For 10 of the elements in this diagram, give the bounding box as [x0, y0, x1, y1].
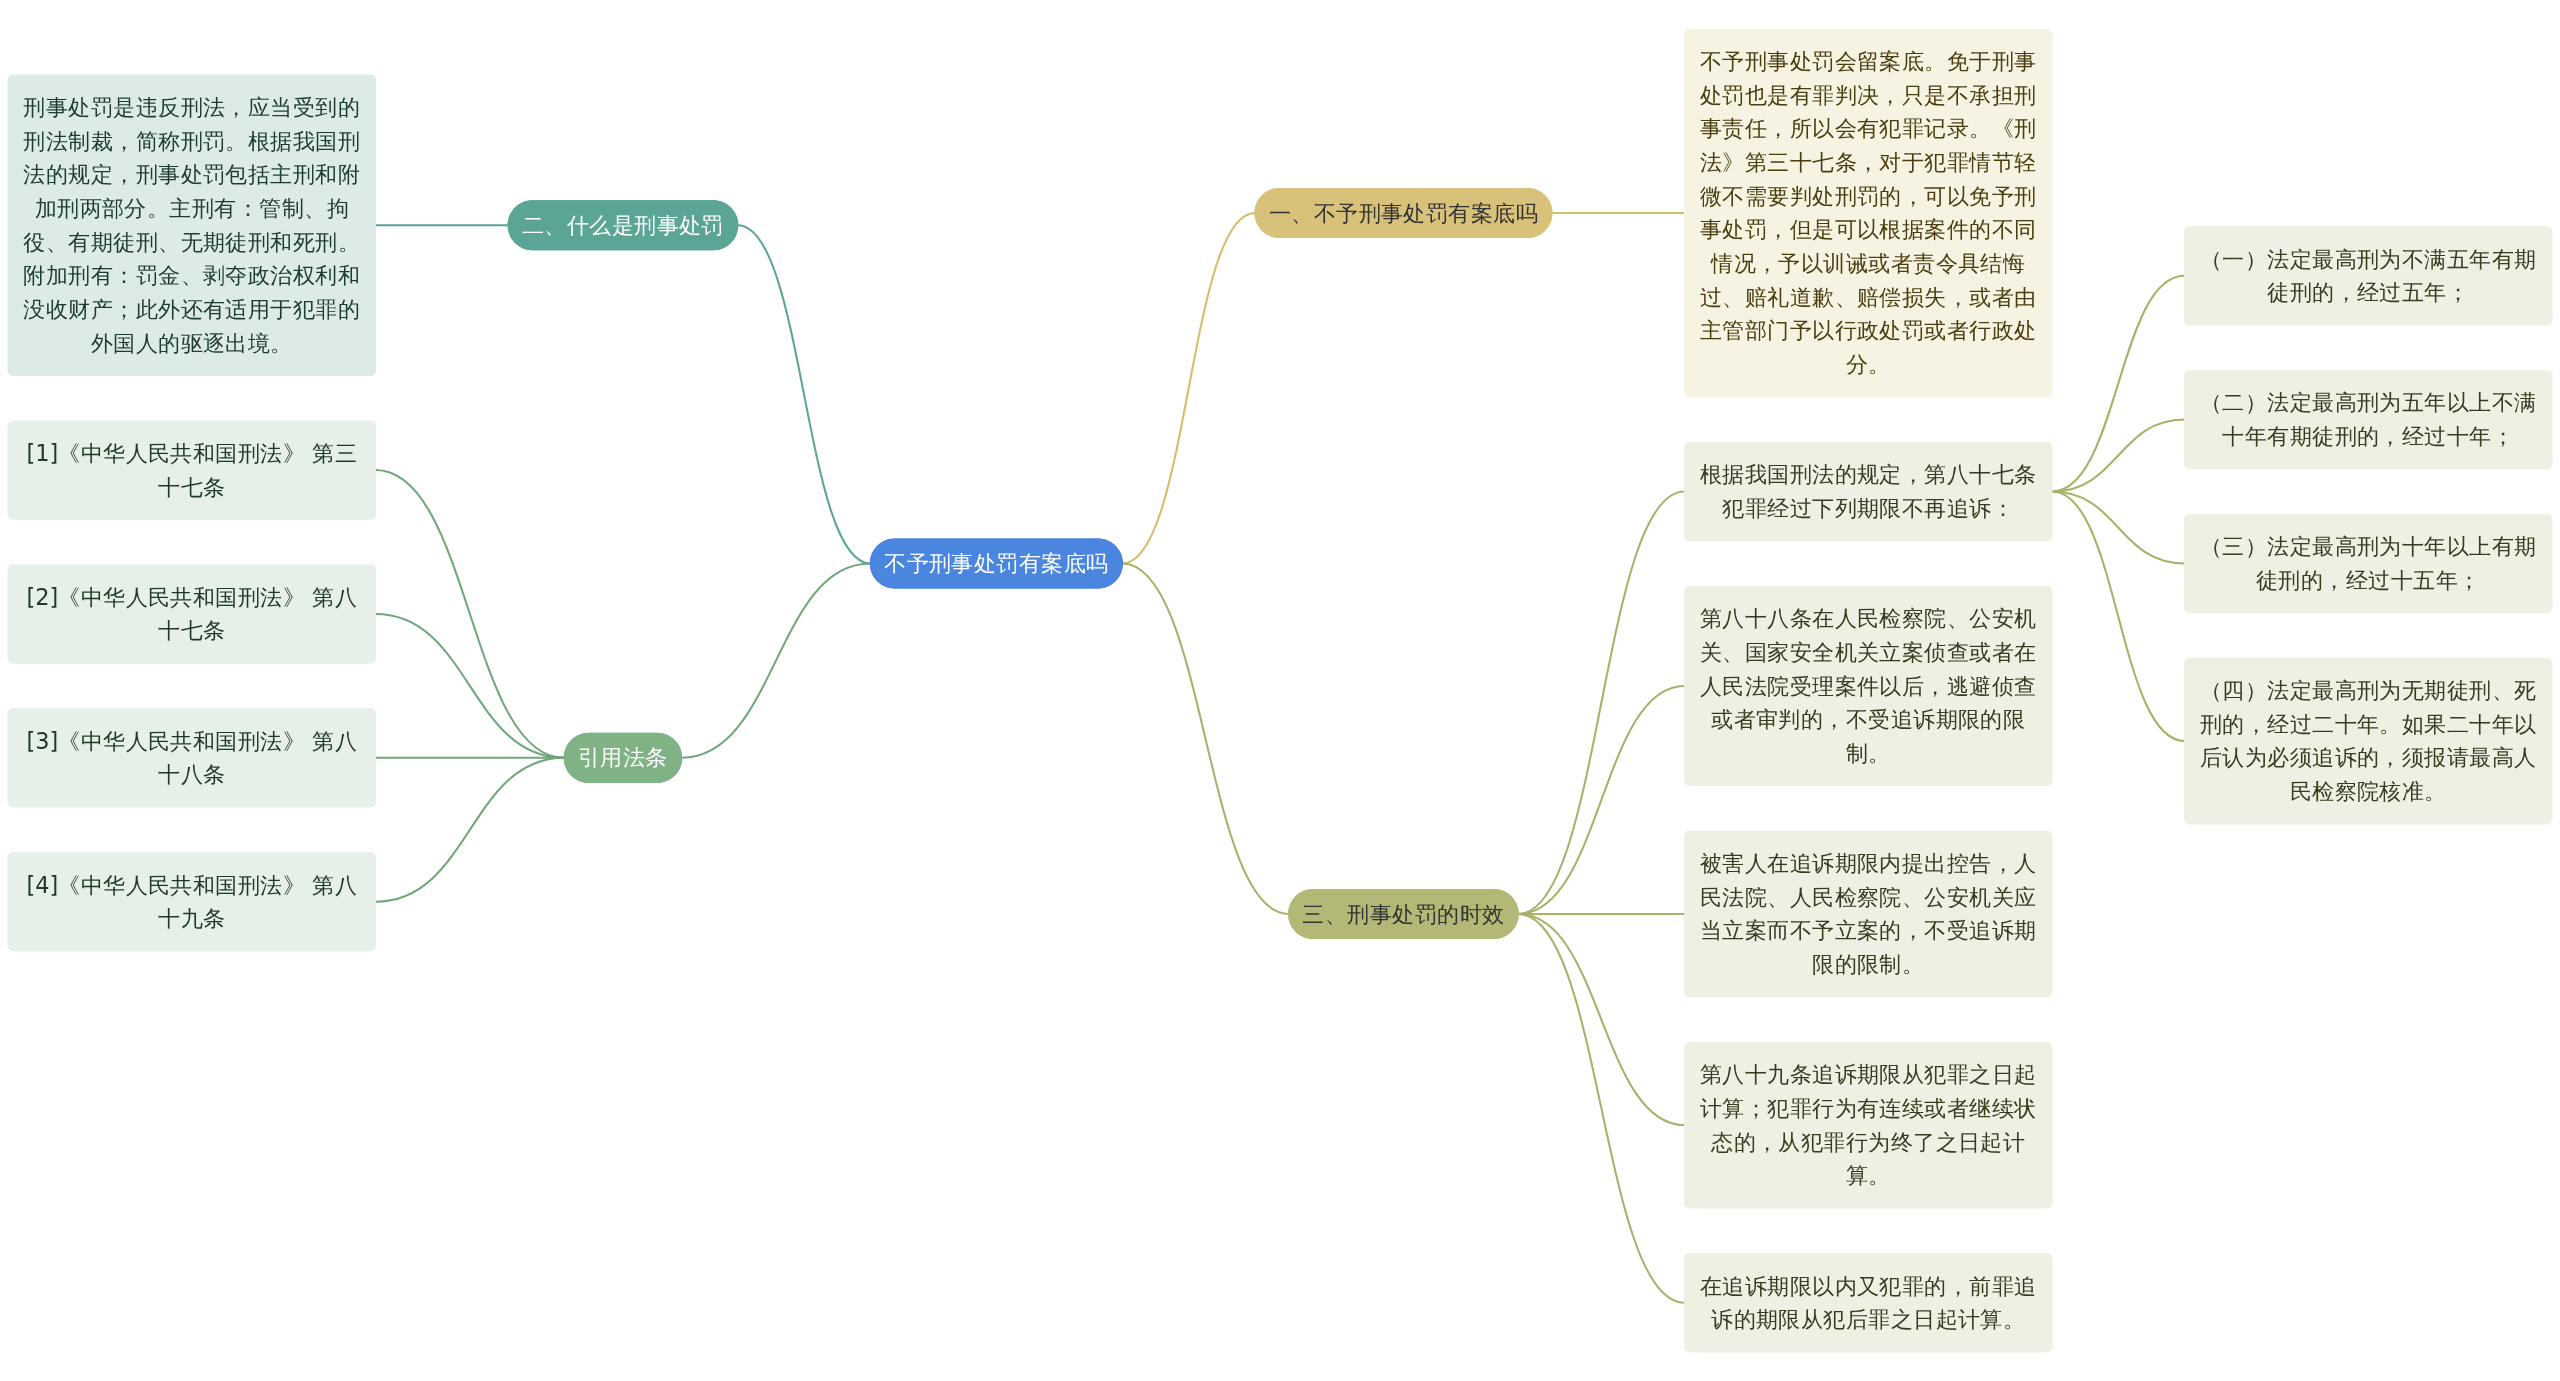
- connector: [1122, 562, 1289, 915]
- connector: [681, 562, 871, 759]
- connector: [2051, 274, 2185, 493]
- connector: [1551, 211, 1685, 214]
- connector: [1517, 913, 1685, 1304]
- connector: [375, 224, 509, 227]
- connector: [2051, 418, 2185, 493]
- connector: [2051, 490, 2185, 742]
- connector: [737, 224, 871, 565]
- connector: [375, 756, 565, 903]
